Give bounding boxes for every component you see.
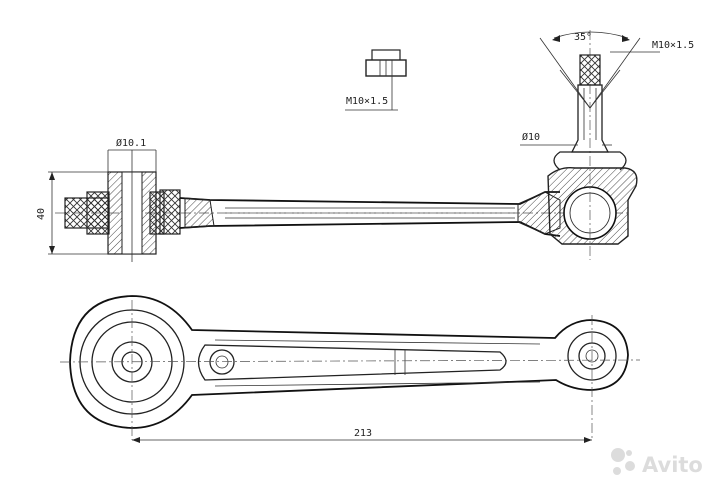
arm-shank-top: [179, 191, 560, 205]
stud-diameter-label: Ø10: [522, 131, 540, 143]
side-view: [55, 30, 641, 262]
watermark-text: Avito: [642, 453, 703, 477]
angle-label: 35°: [574, 32, 592, 43]
side-view-dimensions: [48, 51, 660, 255]
stud-thread: [579, 54, 601, 86]
thread-nut-label: M10×1.5: [346, 96, 388, 107]
watermark: Avito: [611, 448, 703, 477]
top-view: [59, 295, 641, 440]
arm-outline: [69, 295, 629, 429]
overall-length-dimension: [132, 437, 592, 443]
thread-top-label: M10×1.5: [652, 40, 694, 51]
bushing-diameter-label: Ø10.1: [116, 137, 146, 149]
nut-detail: [345, 49, 407, 111]
bushing-height-label: 40: [36, 208, 47, 220]
watermark-logo-icon: [611, 448, 635, 475]
overall-length-label: 213: [354, 428, 372, 439]
